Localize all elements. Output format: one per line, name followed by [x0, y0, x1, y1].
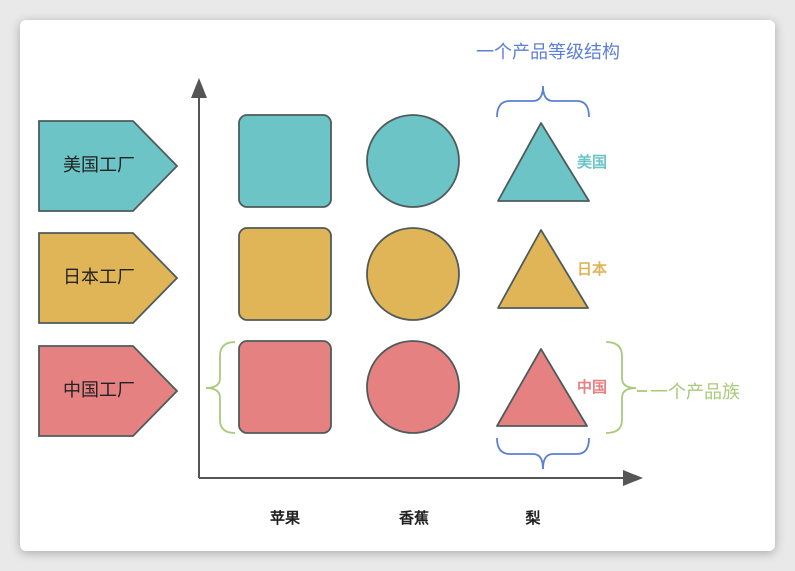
factory-japan: 日本工厂 [38, 232, 179, 324]
factory-us-shape [38, 120, 179, 212]
row-label-us: 美国 [577, 153, 607, 171]
factory-us-label: 美国工厂 [63, 155, 135, 176]
product-circle-china [366, 340, 460, 434]
factory-china-shape [38, 345, 179, 437]
factory-us: 美国工厂 [38, 120, 179, 212]
row-label-china: 中国 [577, 378, 607, 396]
product-square-japan [238, 227, 332, 321]
product-label-apple: 苹果 [270, 509, 301, 527]
product-triangle-japan [497, 229, 589, 309]
product-level-brace-bottom [496, 437, 590, 470]
product-square-us [238, 114, 332, 208]
product-circle-us [366, 114, 460, 208]
factory-japan-label: 日本工厂 [63, 267, 135, 288]
factory-china: 中国工厂 [38, 345, 179, 437]
row-label-japan: 日本 [577, 260, 607, 278]
product-square-china [238, 340, 332, 434]
product-triangle-china [496, 348, 588, 427]
product-level-label: 一个产品等级结构 [476, 42, 620, 63]
product-label-pear: 梨 [524, 509, 540, 527]
product-triangle-us [497, 122, 590, 202]
product-family-label: 一个产品族 [650, 382, 740, 403]
factory-china-label: 中国工厂 [63, 380, 135, 401]
product-family-brace-right [605, 341, 637, 434]
factory-japan-shape [38, 232, 179, 324]
product-level-brace-top [496, 85, 590, 118]
product-family-brace-left [205, 341, 236, 434]
product-circle-japan [366, 227, 460, 321]
product-label-banana: 香蕉 [399, 509, 429, 527]
